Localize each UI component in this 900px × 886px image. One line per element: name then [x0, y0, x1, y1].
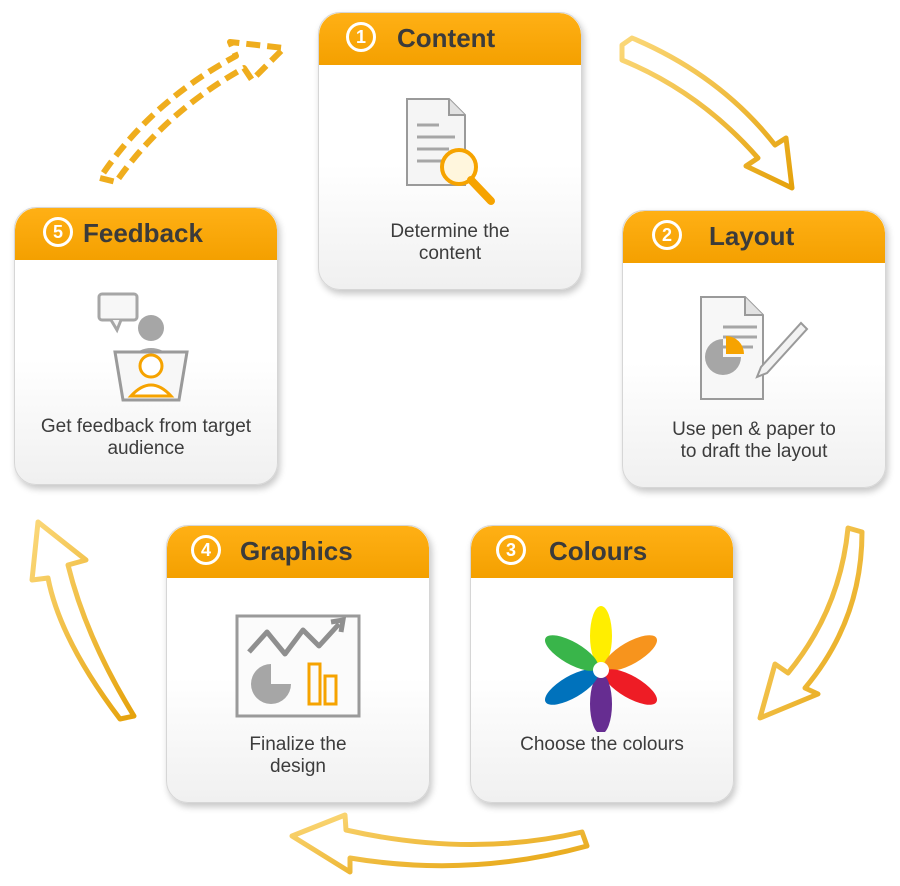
step-description: Finalize the design — [249, 734, 347, 777]
step-number-badge: 4 — [191, 535, 221, 565]
step-card-layout: 2 Layout Use pen & paper to to draft the… — [622, 210, 886, 488]
step-title: Content — [397, 23, 496, 53]
step-number-badge: 1 — [346, 22, 376, 52]
arrow-colours-to-graphics — [289, 812, 590, 875]
step-title: Feedback — [83, 218, 203, 248]
step-number-badge: 5 — [43, 217, 73, 247]
step-card-graphics: 4 Graphics Finalize the design — [166, 525, 430, 803]
document-search-icon — [406, 98, 495, 205]
step-description: Get feedback from target audience — [40, 416, 252, 459]
step-description: Choose the colours — [520, 734, 684, 755]
arrow-feedback-to-content — [97, 39, 287, 185]
color-splash-icon — [544, 606, 658, 732]
step-description: Determine the content — [390, 221, 510, 264]
audience-speech-icon — [97, 292, 189, 402]
step-card-content: 1 Content Determine the content — [318, 12, 582, 290]
step-number-badge: 3 — [496, 535, 526, 565]
arrow-content-to-layout — [619, 35, 795, 191]
step-number-badge: 2 — [652, 220, 682, 250]
document-pencil-icon — [700, 296, 809, 400]
arrow-graphics-to-feedback — [29, 519, 137, 722]
charts-board-icon — [235, 614, 361, 718]
step-card-feedback: 5 Feedback Get feedback from target audi… — [14, 207, 278, 485]
step-title: Layout — [709, 221, 795, 251]
arrow-layout-to-colours — [757, 525, 865, 721]
step-title: Colours — [549, 536, 648, 566]
step-title: Graphics — [240, 536, 353, 566]
step-description: Use pen & paper to to draft the layout — [672, 419, 836, 462]
step-card-colours: 3 Colours Choose the colours — [470, 525, 734, 803]
